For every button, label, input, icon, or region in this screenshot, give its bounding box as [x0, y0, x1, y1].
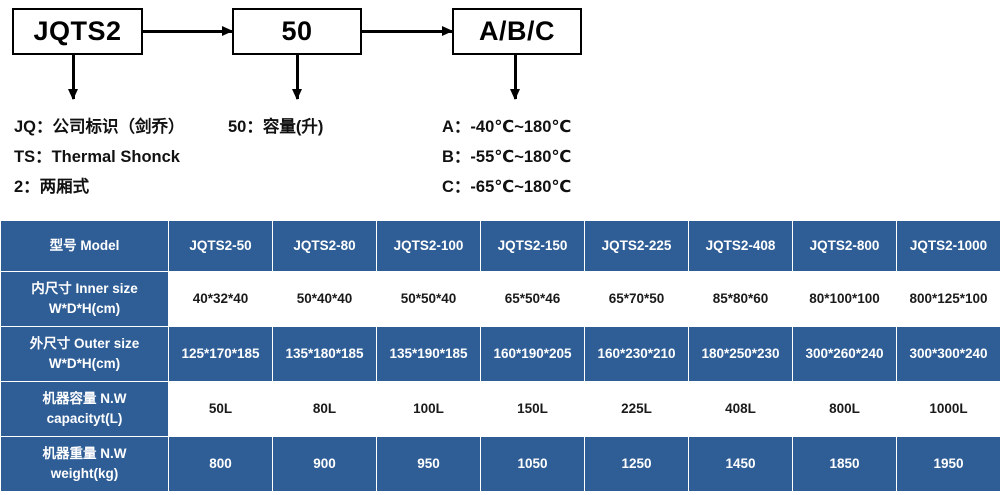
table-header-label: 型号 Model: [1, 221, 168, 271]
legend-temperature: A：-40℃~180℃ B：-55℃~180℃ C：-65℃~180℃: [442, 112, 571, 202]
prefix-box: JQTS2: [12, 8, 143, 55]
temp-box-text: A/B/C: [479, 16, 555, 46]
legend-line-c: C：-65℃~180℃: [442, 178, 572, 196]
table-cell: 65*50*46: [481, 272, 584, 326]
prefix-box-text: JQTS2: [33, 16, 122, 46]
legend-line-capacity: 50：容量(升): [228, 118, 324, 136]
table-cell: 125*170*185: [169, 327, 272, 381]
table-cell: 800: [169, 437, 272, 491]
capacity-box-text: 50: [281, 16, 313, 46]
table-cell: 408L: [689, 382, 792, 436]
table-cell: 160*190*205: [481, 327, 584, 381]
legend-line-b: B：-55℃~180℃: [442, 148, 572, 166]
table-cell: 1050: [481, 437, 584, 491]
table-cell: 300*260*240: [793, 327, 896, 381]
legend-line-jq: JQ：公司标识（剑乔）: [14, 118, 185, 136]
table-row-label: 机器容量 N.W capacityt(L): [1, 382, 168, 436]
table-header-model: JQTS2-800: [793, 221, 896, 271]
table-cell: 85*80*60: [689, 272, 792, 326]
table-cell: 50*40*40: [273, 272, 376, 326]
table-cell: 160*230*210: [585, 327, 688, 381]
legend-capacity: 50：容量(升): [228, 112, 323, 142]
table-row-label: 机器重量 N.W weight(kg): [1, 437, 168, 491]
table-row-label-line1: 机器重量 N.W: [42, 446, 127, 462]
legend-line-2: 2：两厢式: [14, 178, 90, 196]
arrow-down-capacity-icon: [296, 55, 299, 99]
table-cell: 225L: [585, 382, 688, 436]
table-cell: 1450: [689, 437, 792, 491]
table-cell: 1000L: [897, 382, 1000, 436]
legend-line-ts: TS：Thermal Shonck: [14, 148, 180, 166]
table-header-model: JQTS2-80: [273, 221, 376, 271]
table-row-label-line1: 外尺寸 Outer size: [29, 336, 140, 352]
table-header-model: JQTS2-225: [585, 221, 688, 271]
arrow-down-temp-icon: [514, 55, 517, 99]
naming-convention-diagram: JQTS2 50 A/B/C JQ：公司标识（剑乔） TS：Thermal Sh…: [0, 0, 1000, 218]
table-cell: 50L: [169, 382, 272, 436]
arrow-right-prefix-to-capacity-icon: [143, 30, 232, 33]
table-cell: 100L: [377, 382, 480, 436]
table-header-model: JQTS2-408: [689, 221, 792, 271]
table-cell: 40*32*40: [169, 272, 272, 326]
table-cell: 800L: [793, 382, 896, 436]
arrow-right-capacity-to-temp-icon: [362, 30, 452, 33]
table-header-model: JQTS2-1000: [897, 221, 1000, 271]
table-row-label-line2: weight(kg): [50, 466, 119, 481]
temp-box: A/B/C: [452, 8, 582, 55]
table-cell: 135*180*185: [273, 327, 376, 381]
table-cell: 1250: [585, 437, 688, 491]
legend-line-a: A：-40℃~180℃: [442, 118, 572, 136]
table-cell: 150L: [481, 382, 584, 436]
table-cell: 135*190*185: [377, 327, 480, 381]
table-row-label-line2: W*D*H(cm): [48, 356, 121, 371]
table-cell: 950: [377, 437, 480, 491]
table-cell: 300*300*240: [897, 327, 1000, 381]
table-cell: 900: [273, 437, 376, 491]
table-row-label-line1: 机器容量 N.W: [42, 391, 127, 407]
table-row-label-line2: capacityt(L): [46, 411, 123, 426]
table-cell: 80*100*100: [793, 272, 896, 326]
legend-prefix: JQ：公司标识（剑乔） TS：Thermal Shonck 2：两厢式: [14, 112, 185, 202]
table-cell: 50*50*40: [377, 272, 480, 326]
table-header-model: JQTS2-50: [169, 221, 272, 271]
table-cell: 65*70*50: [585, 272, 688, 326]
table-cell: 800*125*100: [897, 272, 1000, 326]
table-header-model: JQTS2-150: [481, 221, 584, 271]
capacity-box: 50: [232, 8, 362, 55]
table-cell: 80L: [273, 382, 376, 436]
table-header-model: JQTS2-100: [377, 221, 480, 271]
table-cell: 180*250*230: [689, 327, 792, 381]
arrow-down-prefix-icon: [72, 55, 75, 99]
table-cell: 1850: [793, 437, 896, 491]
table-row-label-line1: 内尺寸 Inner size: [31, 281, 138, 297]
table-row-label-line2: W*D*H(cm): [48, 301, 121, 316]
table-cell: 1950: [897, 437, 1000, 491]
